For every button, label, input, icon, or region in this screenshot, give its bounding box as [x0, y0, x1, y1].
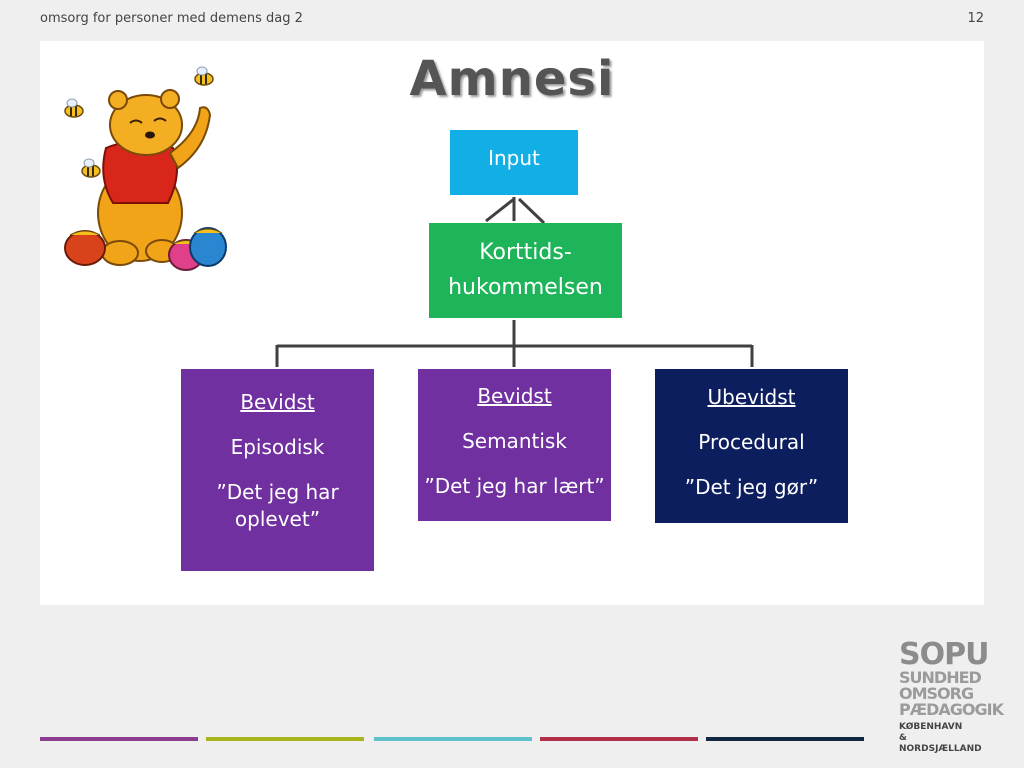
- footer-bar-purple: [40, 737, 198, 741]
- honey-pot-icon: [64, 230, 106, 266]
- memory-quote: ”Det jeg gør”: [684, 475, 819, 499]
- logo-city1: KØBENHAVN: [899, 722, 963, 732]
- slide-title: Amnesi: [409, 51, 615, 107]
- korttids-line2: hukommelsen: [448, 275, 603, 300]
- logo-omsorg: OMSORG: [899, 684, 974, 703]
- footer-bar-navy: [706, 737, 864, 741]
- memory-quote-line1: ”Det jeg har: [216, 480, 339, 504]
- logo-paedagogik: PÆDAGOGIK: [899, 700, 1004, 719]
- connector-line: [485, 197, 515, 223]
- memory-type: Semantisk: [462, 429, 567, 453]
- input-box: Input: [450, 130, 578, 195]
- logo-city2: & NORDSJÆLLAND: [899, 733, 982, 754]
- diagram-connectors: [275, 197, 754, 367]
- korttids-line1: Korttids-: [479, 240, 572, 265]
- input-label: Input: [488, 146, 540, 170]
- honey-pot-icon: [189, 227, 227, 267]
- bee-icon: [194, 66, 214, 86]
- box-heading: Bevidst: [240, 390, 315, 414]
- slide-canvas: Amnesi Input Korttids- hukommelsen Bevid…: [40, 41, 984, 605]
- bee-icon: [81, 158, 101, 178]
- memory-type: Procedural: [698, 430, 805, 454]
- winnie-the-pooh-icon: [64, 66, 227, 271]
- short-term-memory-box: Korttids- hukommelsen: [429, 223, 622, 318]
- connector-line: [517, 197, 546, 225]
- bee-icon: [64, 98, 84, 118]
- box-heading: Bevidst: [477, 384, 552, 408]
- footer-bar-green: [206, 737, 364, 741]
- memory-quote-line2: oplevet”: [234, 507, 321, 531]
- logo-sundhed: SUNDHED: [899, 668, 982, 687]
- footer-bar-teal: [374, 737, 532, 741]
- memory-quote: ”Det jeg har lært”: [424, 474, 605, 498]
- episodic-memory-box: Bevidst Episodisk ”Det jeg har oplevet”: [181, 369, 374, 571]
- footer-bar-red: [540, 737, 698, 741]
- procedural-memory-box: Ubevidst Procedural ”Det jeg gør”: [655, 369, 848, 523]
- presentation-subtitle: omsorg for personer med demens dag 2: [40, 11, 303, 26]
- semantic-memory-box: Bevidst Semantisk ”Det jeg har lært”: [418, 369, 611, 521]
- logo-sopu: SOPU: [899, 637, 989, 672]
- memory-type: Episodisk: [230, 435, 325, 459]
- page-number: 12: [967, 11, 984, 26]
- box-heading: Ubevidst: [707, 385, 796, 409]
- sopu-logo: SOPU SUNDHED OMSORG PÆDAGOGIK KØBENHAVN …: [899, 637, 1004, 755]
